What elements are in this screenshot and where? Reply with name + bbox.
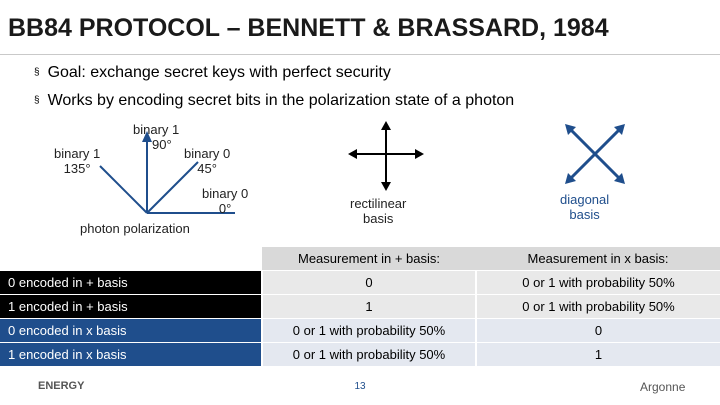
photon-polarization-caption: photon polarization [80, 221, 190, 236]
rectilinear-arrow-right [415, 149, 424, 159]
cell-plus: 0 or 1 with probability 50% [261, 318, 476, 343]
cell-plus: 0 or 1 with probability 50% [261, 342, 476, 367]
bullet-works: § Works by encoding secret bits in the po… [34, 92, 514, 110]
table-row: 0 encoded in x basis 0 or 1 with probabi… [0, 318, 720, 343]
bullet-works-text: Works by encoding secret bits in the pol… [47, 92, 515, 109]
energy-logo: ENERGY [38, 380, 85, 392]
rectilinear-arrow-left [348, 149, 357, 159]
diagonal-label-line2: basis [569, 207, 600, 222]
table-row: 0 encoded in + basis 0 0 or 1 with proba… [0, 270, 720, 295]
label-135-deg: 135° [63, 161, 91, 176]
vector-135-deg [99, 165, 148, 214]
arrowhead-90 [142, 131, 152, 142]
table-row: 1 encoded in x basis 0 or 1 with probabi… [0, 342, 720, 367]
row-label: 0 encoded in x basis [0, 318, 262, 343]
diagonal-arrow-br [614, 173, 625, 184]
page-number: 13 [354, 381, 366, 392]
argonne-logo: Argonne [640, 380, 686, 394]
label-binary1-90: binary 1 [133, 122, 179, 137]
row-label: 1 encoded in + basis [0, 294, 262, 319]
cell-plus: 1 [261, 294, 476, 319]
label-binary0-45: binary 0 45° [184, 146, 230, 176]
bullet-goal: § Goal: exchange secret keys with perfect… [34, 64, 391, 82]
cell-x: 0 or 1 with probability 50% [475, 270, 720, 295]
rectilinear-label-line2: basis [363, 211, 394, 226]
label-90-deg: 90° [152, 137, 172, 152]
label-binary0-0-text: binary 0 [202, 186, 249, 201]
rectilinear-arrow-up [381, 121, 391, 130]
title-divider [0, 54, 720, 55]
rectilinear-arrow-down [381, 182, 391, 191]
bullet-marker: § [34, 67, 40, 78]
label-binary0-45-text: binary 0 [184, 146, 231, 161]
cell-plus: 0 [261, 270, 476, 295]
rectilinear-label-line1: rectilinear [350, 196, 407, 211]
diagonal-arrow-tl [565, 124, 576, 135]
table-header-plus-basis: Measurement in + basis: [262, 247, 476, 271]
label-binary1-135-text: binary 1 [54, 146, 101, 161]
rectilinear-basis-label: rectilinear basis [350, 196, 406, 226]
label-binary0-0: binary 0 0° [202, 186, 248, 216]
table-header-empty [0, 247, 262, 271]
cell-x: 0 [475, 318, 720, 343]
label-binary1-90-text: binary 1 [133, 122, 180, 137]
diagonal-basis-label: diagonal basis [560, 192, 609, 222]
vector-45-deg [146, 161, 199, 214]
cell-x: 1 [475, 342, 720, 367]
cell-x: 0 or 1 with probability 50% [475, 294, 720, 319]
label-0-deg: 0° [218, 201, 232, 216]
bullet-goal-text: Goal: exchange secret keys with perfect … [47, 64, 391, 81]
table-row: 1 encoded in + basis 1 0 or 1 with proba… [0, 294, 720, 319]
bullet-marker: § [34, 95, 40, 106]
diagonal-arrow-tr [614, 124, 625, 135]
label-45-deg: 45° [197, 161, 217, 176]
diagonal-arrow-bl [565, 173, 576, 184]
row-label: 1 encoded in x basis [0, 342, 262, 367]
diagonal-line-b [566, 125, 624, 183]
measurement-table: Measurement in + basis: Measurement in x… [0, 247, 720, 367]
diagonal-label-line1: diagonal [560, 192, 610, 207]
row-label: 0 encoded in + basis [0, 270, 262, 295]
slide-title: BB84 PROTOCOL – BENNETT & BRASSARD, 1984 [8, 14, 609, 42]
label-binary1-135: binary 1 135° [54, 146, 100, 176]
table-header-row: Measurement in + basis: Measurement in x… [0, 247, 720, 271]
table-header-x-basis: Measurement in x basis: [476, 247, 720, 271]
